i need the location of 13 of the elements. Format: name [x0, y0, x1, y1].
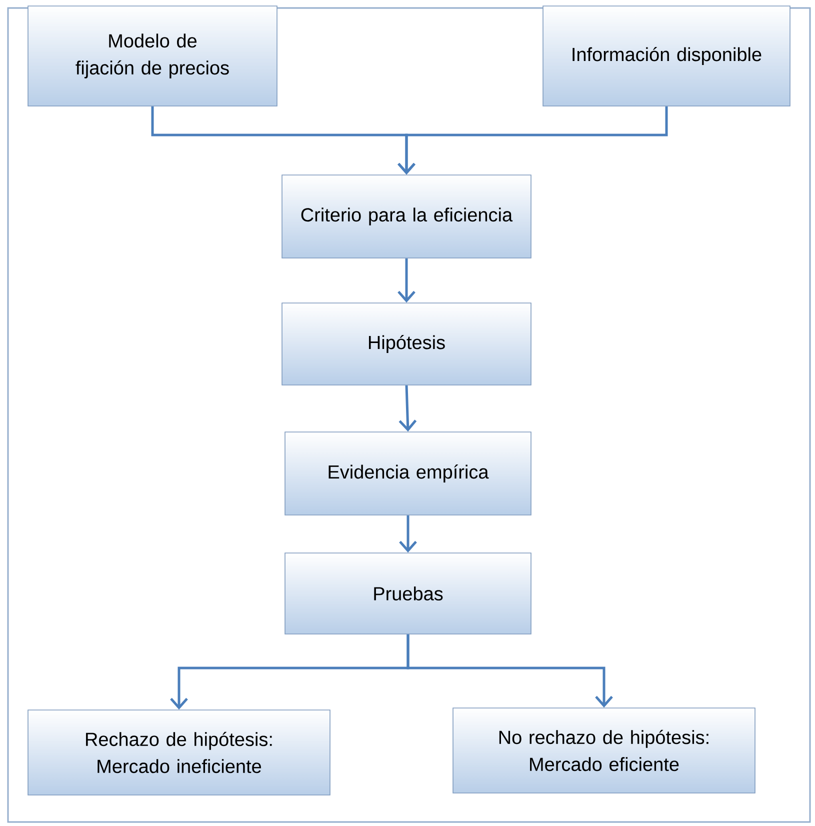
process-box: Criterio para la eficiencia	[282, 174, 532, 258]
process-box: Pruebas	[284, 552, 532, 634]
arrow	[399, 515, 417, 553]
process-box: Hipótesis	[282, 302, 532, 386]
arrow	[398, 106, 668, 175]
arrow	[398, 385, 417, 432]
process-box: Evidencia empírica	[284, 432, 532, 516]
process-box: Información disponible	[542, 6, 790, 106]
process-box: Rechazo de hipótesis: Mercado ineficiente	[28, 710, 330, 796]
process-box: No rechazo de hipótesis: Mercado eficiente	[452, 708, 756, 794]
process-box: Modelo de fijación de precios	[28, 6, 278, 106]
arrow	[406, 634, 613, 708]
arrow	[398, 258, 416, 303]
